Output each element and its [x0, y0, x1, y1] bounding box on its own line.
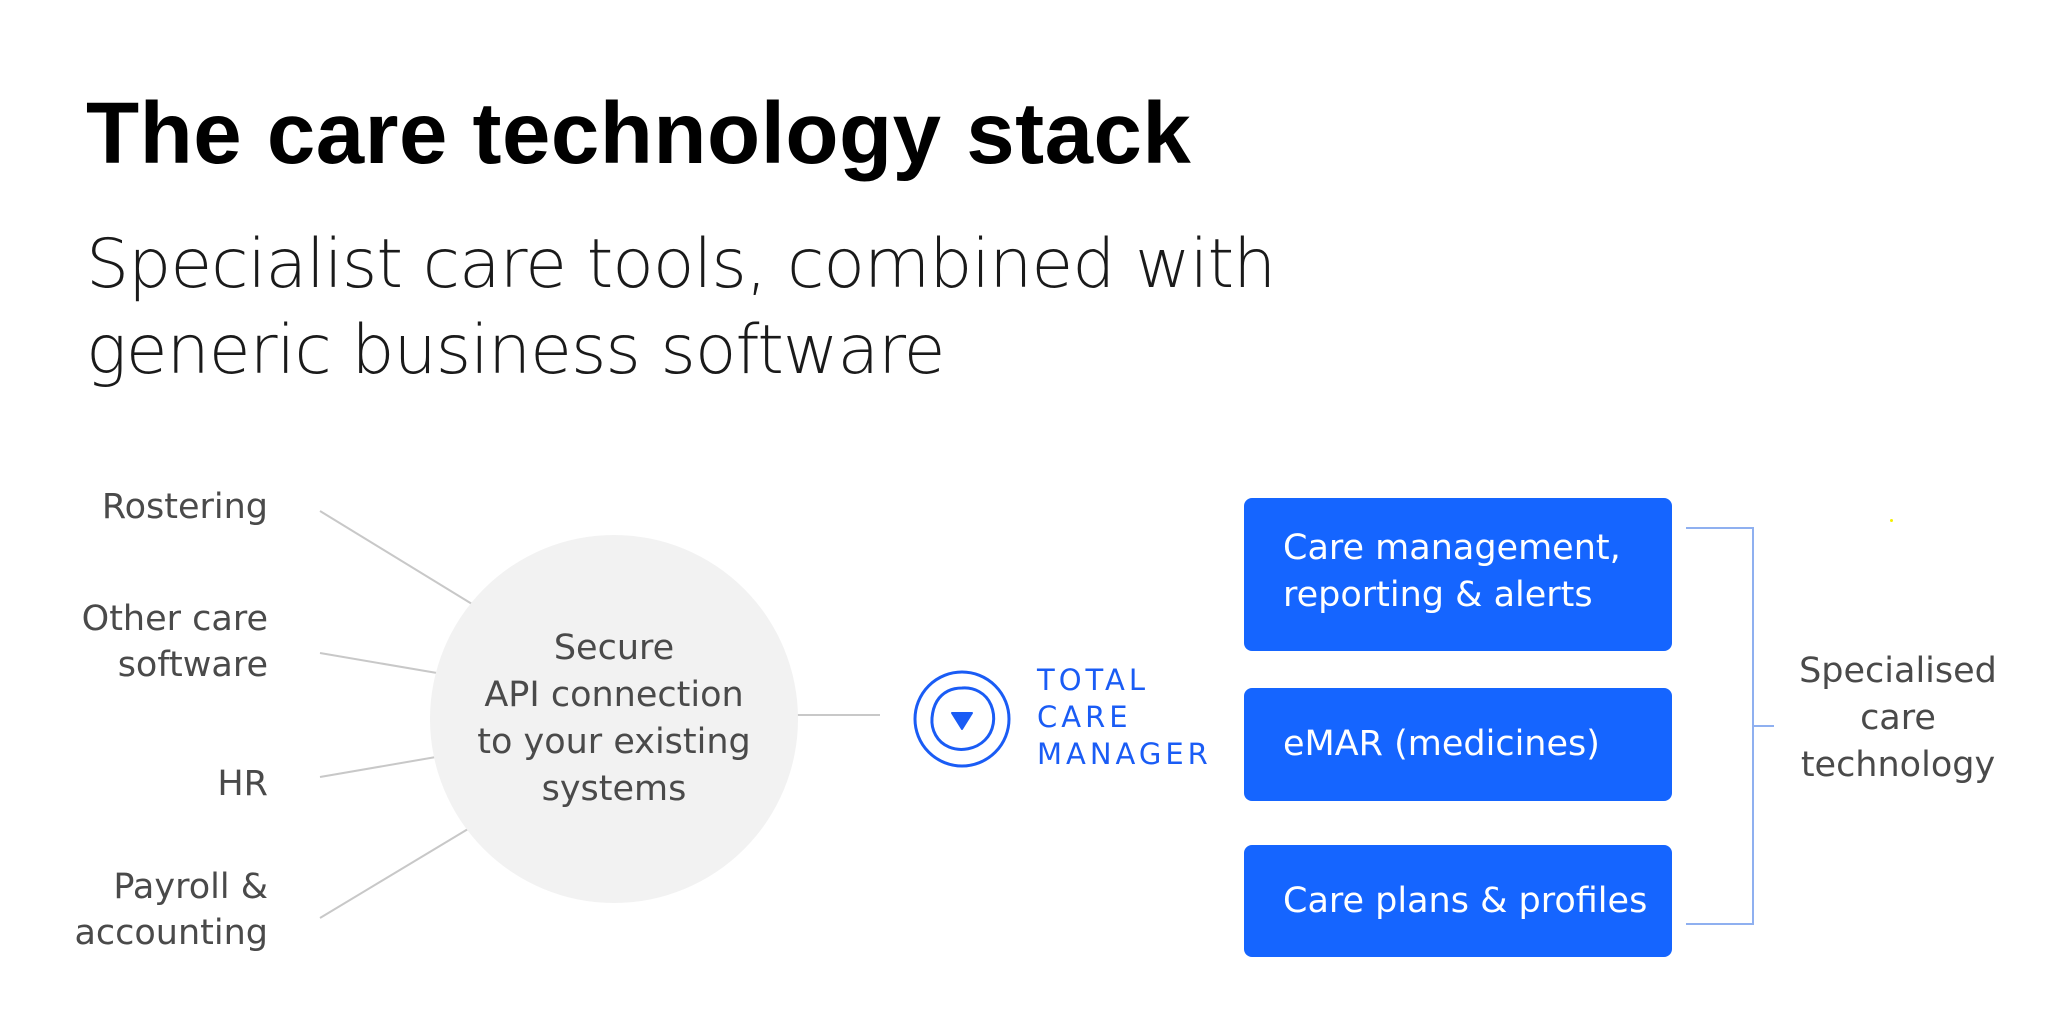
system-label-rostering: Rostering — [102, 484, 268, 530]
label-line: HR — [217, 764, 268, 804]
system-label-payroll-accounting: Payroll & accounting — [74, 864, 268, 956]
group-label-line: care — [1860, 698, 1936, 738]
specialised-care-technology-label: Specialised care technology — [1788, 648, 2008, 789]
label-line: accounting — [74, 913, 268, 953]
hub-line: API connection — [484, 675, 744, 715]
slide-title: The care technology stack — [86, 85, 1192, 182]
stray-dot — [1890, 519, 1893, 522]
label-line: software — [117, 645, 268, 685]
total-care-manager-logo: TOTAL CARE MANAGER — [912, 663, 1208, 771]
logo-line: MANAGER — [1037, 737, 1212, 771]
feature-line: Care management, — [1283, 527, 1621, 568]
feature-care-plans[interactable]: Care plans & profiles — [1244, 845, 1672, 957]
connector-hr — [319, 756, 437, 778]
label-line: Payroll & — [113, 867, 268, 907]
feature-emar[interactable]: eMAR (medicines) — [1244, 688, 1672, 801]
total-care-manager-logo-icon — [913, 670, 1011, 768]
label-line: Rostering — [101, 487, 268, 527]
label-line: Other care — [81, 599, 268, 639]
group-label-line: technology — [1800, 745, 1996, 785]
slide-subtitle: Specialist care tools, combined with gen… — [86, 222, 1276, 394]
connector-other-care-software — [319, 652, 438, 674]
hub-line: systems — [541, 769, 687, 809]
api-connection-hub: Secure API connection to your existing s… — [430, 535, 798, 903]
system-label-hr: HR — [217, 761, 268, 807]
system-label-other-care-software: Other care software — [82, 596, 268, 688]
feature-care-management[interactable]: Care management, reporting & alerts — [1244, 498, 1672, 651]
connector-rostering — [319, 510, 473, 605]
group-label-line: Specialised — [1799, 651, 1997, 691]
logo-line: CARE — [1037, 700, 1132, 734]
feature-line: Care plans & profiles — [1283, 880, 1648, 921]
subtitle-line: Specialist care tools, combined with — [86, 225, 1276, 304]
hub-line: to your existing — [477, 722, 751, 762]
hub-line: Secure — [553, 628, 675, 668]
group-bracket — [1686, 527, 1774, 925]
feature-line: eMAR (medicines) — [1283, 724, 1600, 764]
feature-line: reporting & alerts — [1283, 574, 1593, 615]
subtitle-line: generic business software — [86, 311, 945, 390]
logo-wordmark: TOTAL CARE MANAGER — [1037, 662, 1212, 773]
logo-line: TOTAL — [1037, 663, 1149, 697]
connector-payroll — [319, 828, 469, 919]
